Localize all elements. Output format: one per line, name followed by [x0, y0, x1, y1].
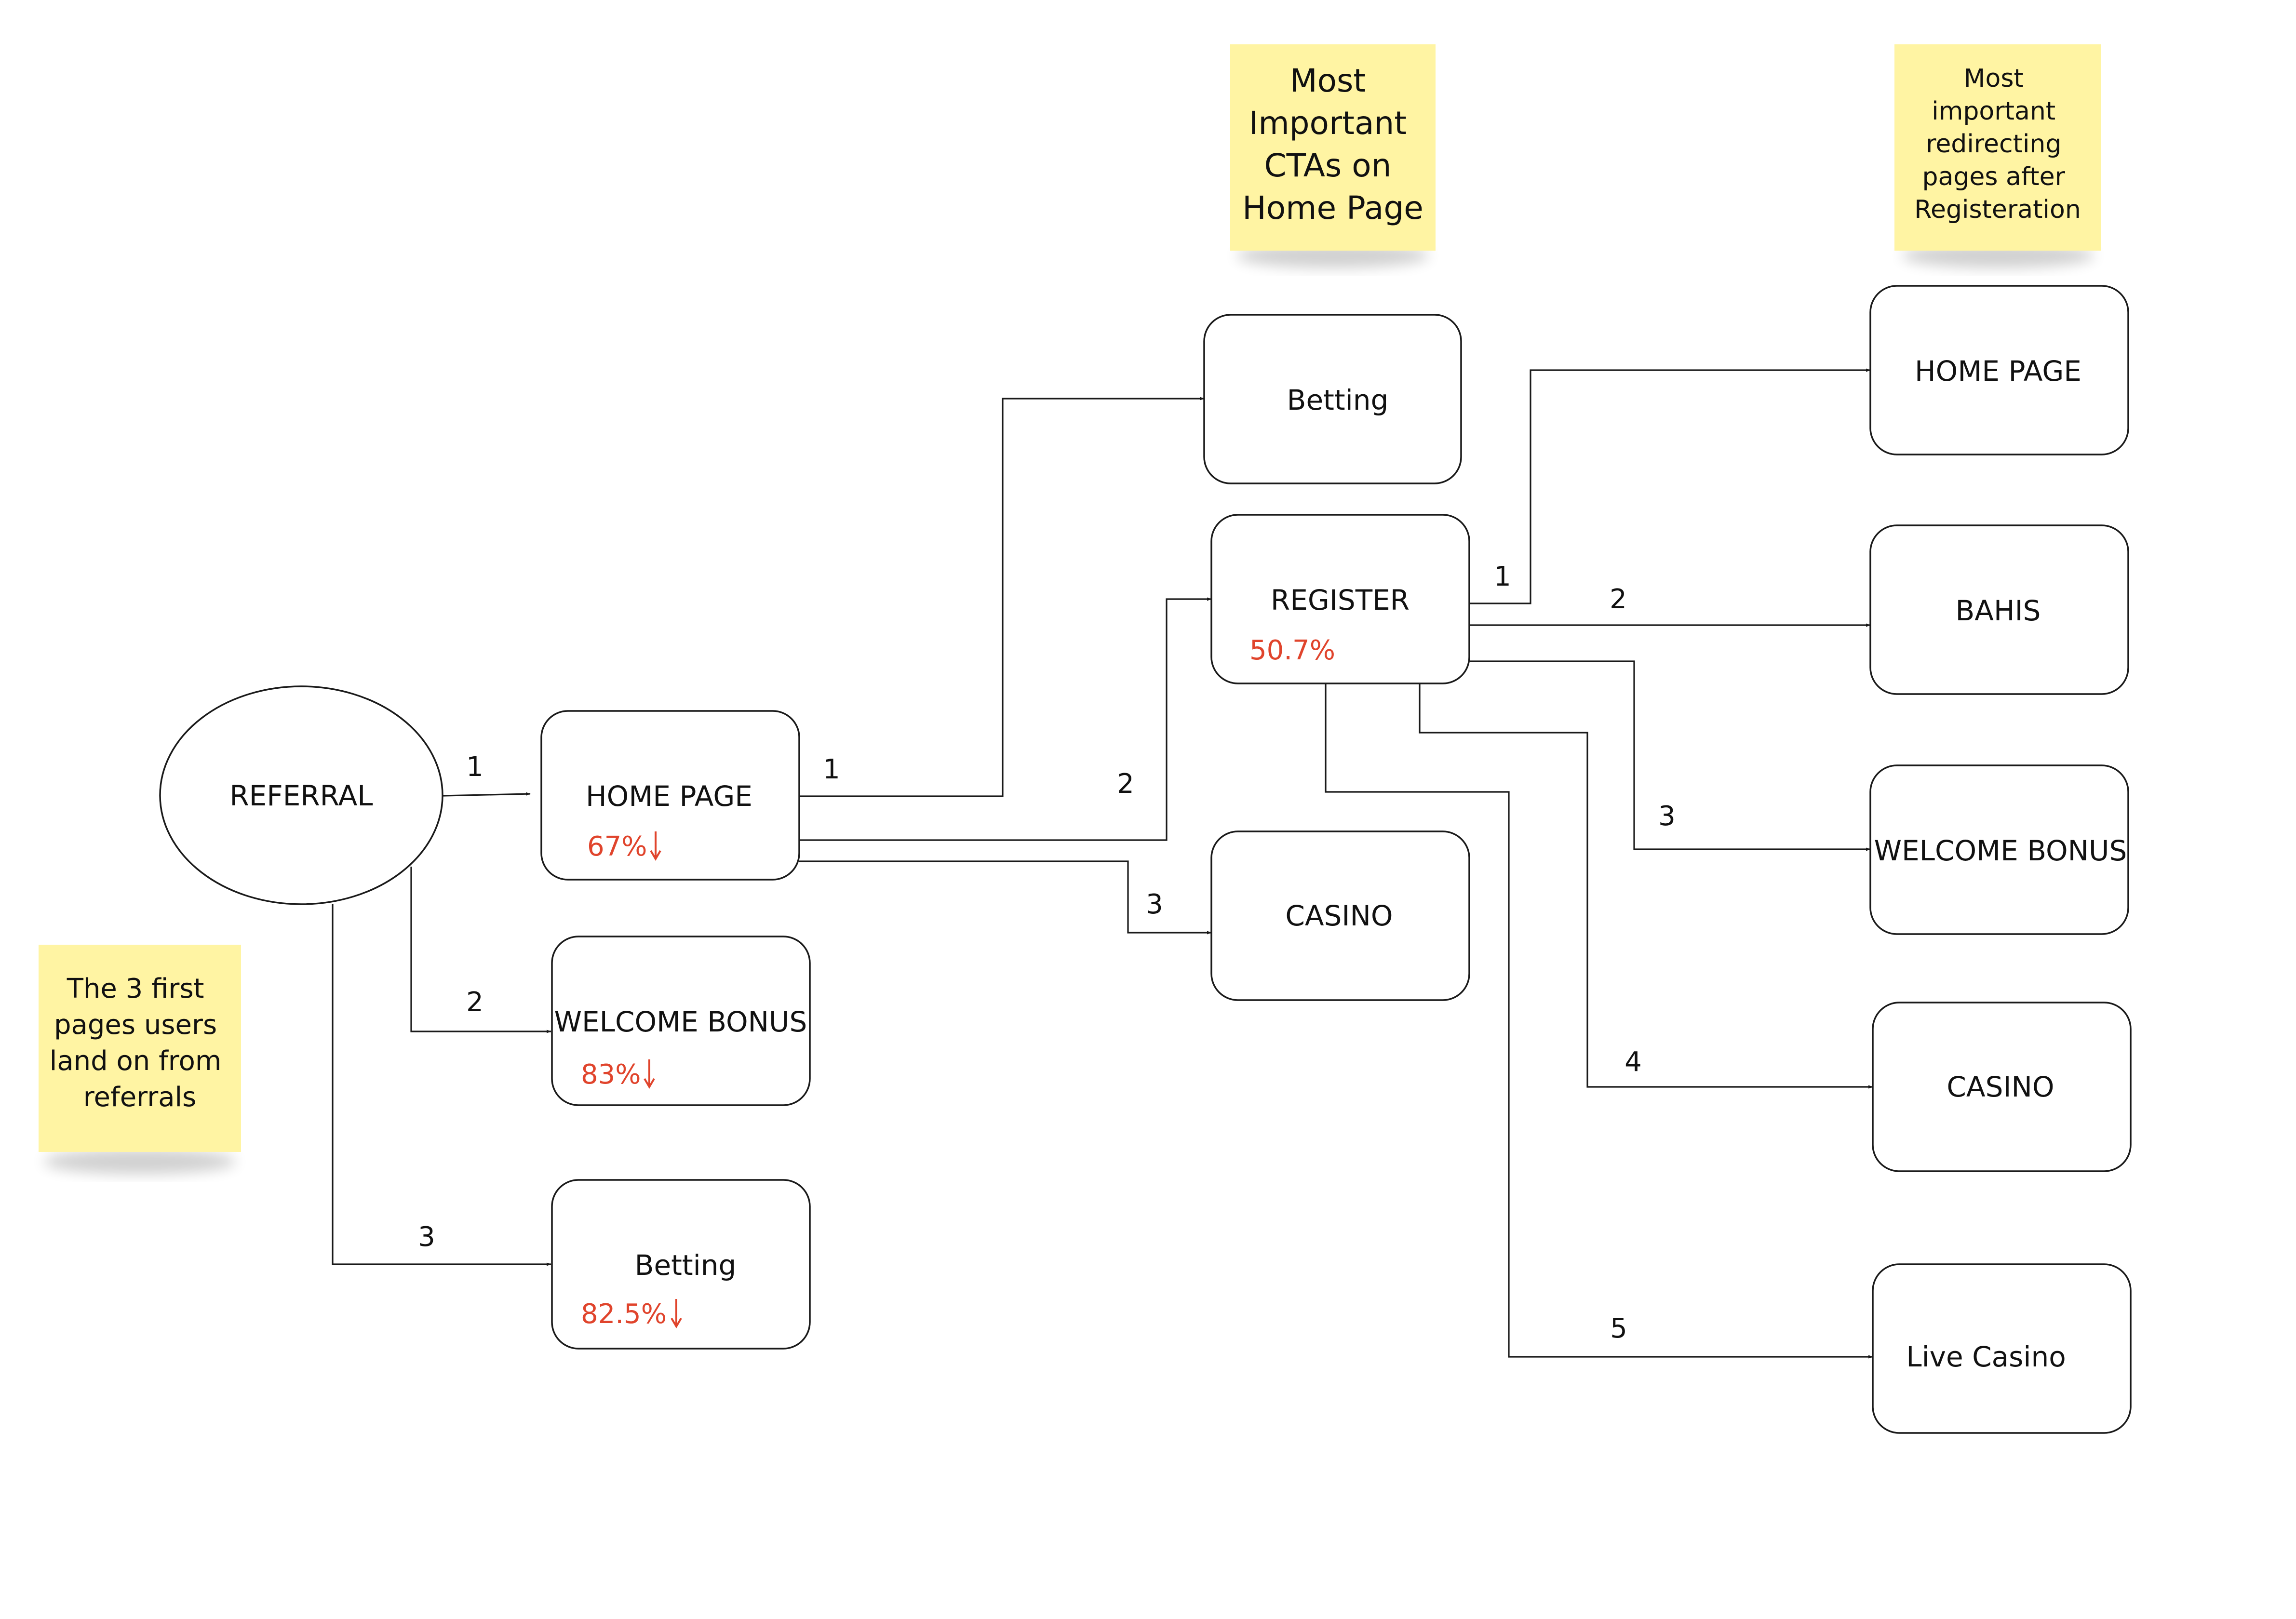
- edge-referral-betting: 3: [332, 904, 551, 1266]
- node-register-label: REGISTER: [1271, 584, 1410, 616]
- node-bahis-label: BAHIS: [1955, 594, 2041, 627]
- node-home-page[interactable]: HOME PAGE 67%: [540, 710, 800, 881]
- node-casino-after-label: CASINO: [1947, 1070, 2054, 1103]
- edge-label: 3: [1658, 801, 1676, 832]
- node-live-casino-label: Live Casino: [1906, 1340, 2066, 1373]
- edge-label: 3: [1146, 889, 1163, 920]
- node-home-page-after-label: HOME PAGE: [1915, 355, 2081, 388]
- edge-label: 1: [823, 754, 840, 785]
- register-metric: 50.7%: [1249, 635, 1335, 666]
- down-arrow-icon: [650, 831, 661, 861]
- edge-label: 3: [418, 1221, 435, 1253]
- node-welcome-bonus-after-label: WELCOME BONUS: [1874, 834, 2127, 867]
- node-referral[interactable]: REFERRAL: [159, 685, 443, 905]
- node-home-page-label: HOME PAGE: [586, 780, 752, 813]
- welcome-bonus-metric: 83%: [581, 1059, 641, 1090]
- node-betting-cta[interactable]: Betting: [1203, 314, 1462, 484]
- edge-label: 2: [1610, 584, 1627, 615]
- edge-home-betting: 1: [799, 397, 1205, 797]
- edge-referral-welcome: 2: [410, 867, 551, 1033]
- sticky-note-home-ctas: Most Important CTAs on Home Page: [1230, 44, 1436, 268]
- betting-landing-metric: 82.5%: [581, 1298, 667, 1330]
- node-register[interactable]: REGISTER 50.7%: [1210, 514, 1470, 684]
- home-page-metric: 67%: [587, 831, 647, 862]
- edge-register-home: 1: [1470, 368, 1871, 604]
- sticky-note-referrals: The 3 first pages users land on from ref…: [39, 945, 241, 1174]
- edge-label: 5: [1610, 1313, 1627, 1344]
- node-bahis[interactable]: BAHIS: [1869, 524, 2129, 695]
- node-welcome-bonus-after[interactable]: WELCOME BONUS: [1869, 764, 2129, 935]
- node-home-page-after[interactable]: HOME PAGE: [1869, 285, 2129, 455]
- node-betting-landing-label: Betting: [635, 1249, 737, 1282]
- edge-referral-home: 1: [442, 751, 531, 797]
- edge-register-bahis: 2: [1470, 584, 1871, 627]
- sticky-note-redirects-text: Most important redirecting pages after R…: [1914, 64, 2081, 224]
- sticky-note-redirects: Most important redirecting pages after R…: [1894, 44, 2101, 268]
- edge-register-casino: 4: [1419, 683, 1873, 1089]
- down-arrow-icon: [671, 1299, 682, 1328]
- node-live-casino[interactable]: Live Casino: [1872, 1263, 2132, 1434]
- edge-register-welcome: 3: [1470, 660, 1871, 851]
- node-welcome-bonus-label: WELCOME BONUS: [554, 1005, 807, 1038]
- edge-register-live: 5: [1325, 683, 1873, 1359]
- node-welcome-bonus[interactable]: WELCOME BONUS 83%: [551, 936, 811, 1106]
- edge-label: 1: [466, 751, 483, 783]
- node-casino-after[interactable]: CASINO: [1872, 1002, 2132, 1172]
- edge-home-casino: 3: [799, 860, 1212, 935]
- edge-home-register: 2: [799, 597, 1212, 841]
- edge-label: 2: [1117, 768, 1134, 800]
- node-betting-cta-label: Betting: [1287, 384, 1389, 416]
- edge-label: 1: [1494, 561, 1511, 592]
- node-betting-landing[interactable]: Betting 82.5%: [551, 1179, 811, 1350]
- node-referral-label: REFERRAL: [229, 779, 373, 812]
- node-casino-cta[interactable]: CASINO: [1210, 830, 1470, 1001]
- down-arrow-icon: [644, 1059, 655, 1089]
- sticky-note-referrals-text: The 3 first pages users land on from ref…: [50, 973, 230, 1113]
- edge-label: 2: [466, 987, 483, 1018]
- sticky-note-home-ctas-text: Most Important CTAs on Home Page: [1242, 62, 1423, 227]
- node-casino-cta-label: CASINO: [1285, 899, 1393, 932]
- edge-label: 4: [1625, 1046, 1642, 1078]
